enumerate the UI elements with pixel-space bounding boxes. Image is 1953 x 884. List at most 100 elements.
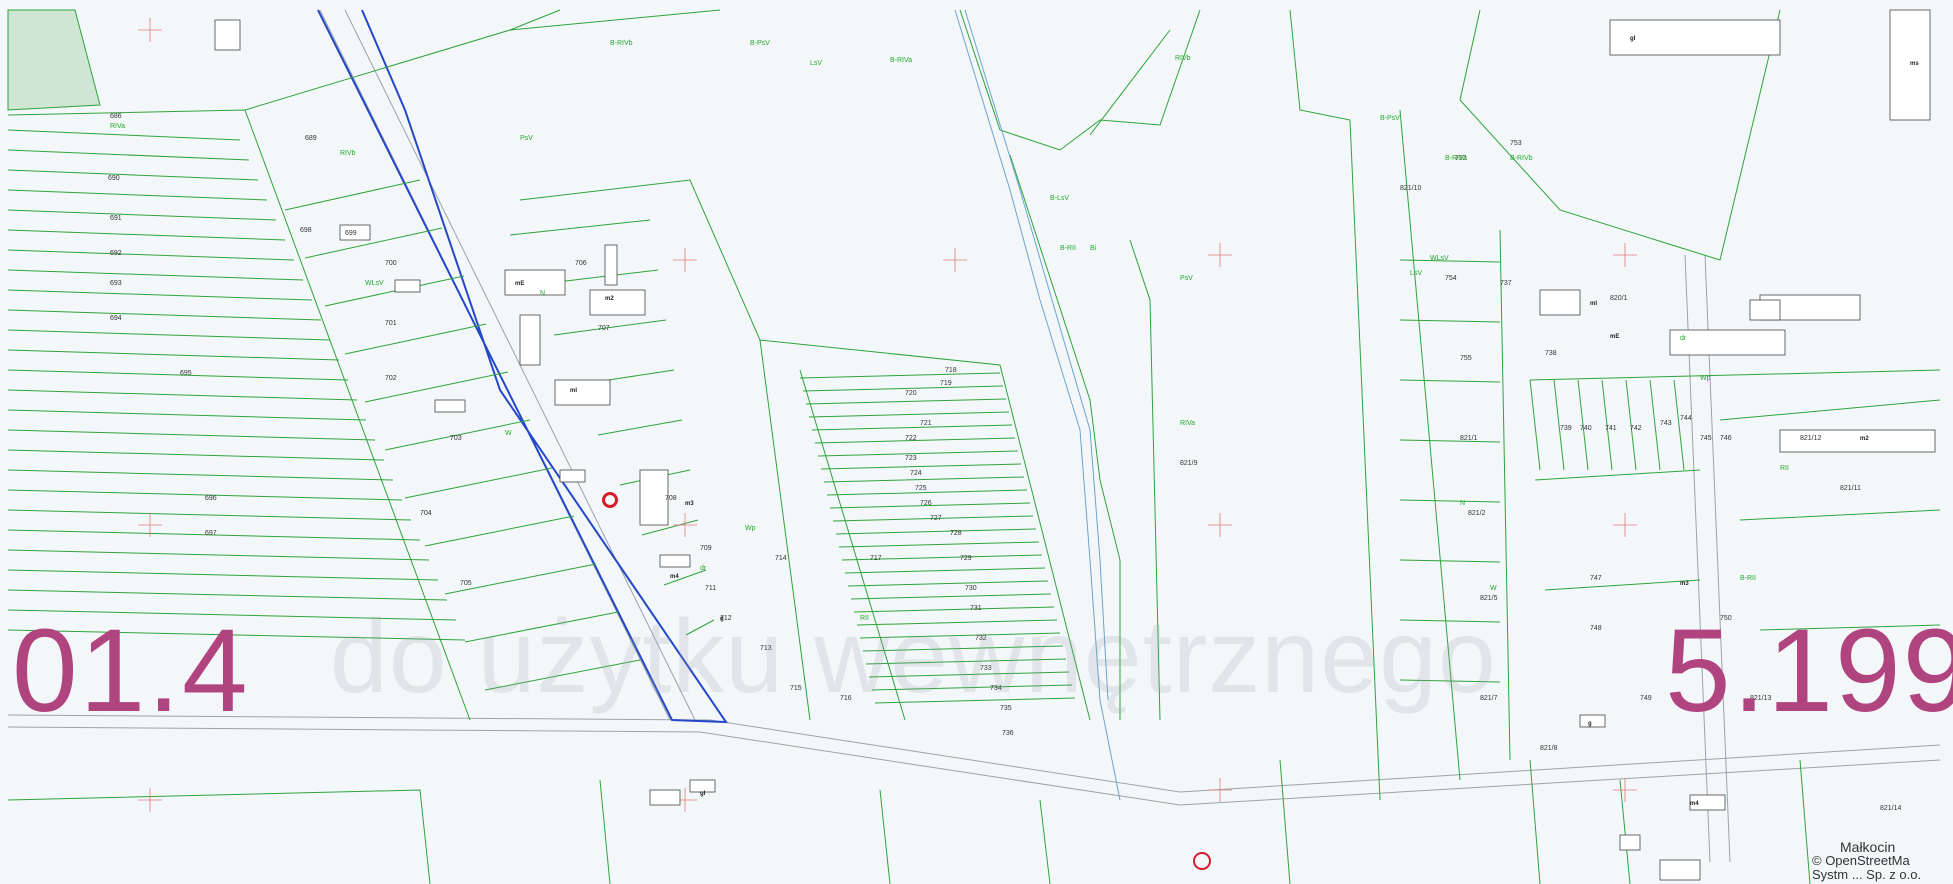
- parcel-number: 700: [385, 260, 397, 267]
- building-code: m3: [1680, 581, 1689, 587]
- parcel-number: 726: [920, 500, 932, 507]
- parcel-number: 693: [110, 280, 122, 287]
- parcel-number: 719: [940, 380, 952, 387]
- land-use-label: B-RIVb: [610, 40, 633, 47]
- land-use-label: B-RIVb: [1510, 155, 1533, 162]
- parcel-number: 692: [110, 250, 122, 257]
- building-code: mI: [570, 388, 577, 394]
- parcel-number: 720: [905, 390, 917, 397]
- parcel-number: 727: [930, 515, 942, 522]
- parcel-number: 749: [1640, 695, 1652, 702]
- parcel-number: 732: [975, 635, 987, 642]
- parcel-number: 745: [1700, 435, 1712, 442]
- land-use-label: Wp: [1700, 375, 1711, 382]
- parcel-number: 718: [945, 367, 957, 374]
- map-attribution: Małkocin © OpenStreetMa Systm ... Sp. z …: [1812, 840, 1921, 882]
- parcel-number: 711: [705, 585, 716, 592]
- parcel-number: 741: [1605, 425, 1617, 432]
- parcel-number: 821/14: [1880, 805, 1902, 812]
- land-use-label: PsV: [1180, 275, 1193, 282]
- parcel-number: 744: [1680, 415, 1692, 422]
- land-use-label: RIVb: [1175, 55, 1191, 62]
- building-code: m2: [605, 296, 614, 302]
- land-use-label: LsV: [1410, 270, 1422, 277]
- survey-crosses: [138, 18, 1637, 812]
- parcel-number: 750: [1720, 615, 1732, 622]
- parcel-number: 728: [950, 530, 962, 537]
- land-use-label: B-RII: [1060, 245, 1076, 252]
- land-use-label: RII: [860, 615, 869, 622]
- building-code: m3: [685, 501, 694, 507]
- parcel-number: 725: [915, 485, 927, 492]
- reference-point-icon: [1193, 852, 1211, 870]
- side-road: [1684, 254, 1731, 863]
- parcel-number: 712: [720, 615, 732, 622]
- stream: [954, 9, 1121, 801]
- parcel-number: 821/1: [1460, 435, 1478, 442]
- parcel-number: 821/12: [1800, 435, 1822, 442]
- parcel-number: 715: [790, 685, 802, 692]
- land-use-label: N: [540, 290, 545, 297]
- parcel-number: 821/8: [1540, 745, 1558, 752]
- parcel-number: 721: [920, 420, 932, 427]
- land-use-label: dr: [1680, 335, 1687, 342]
- land-use-label: B-RIVa: [890, 57, 912, 64]
- land-use-label: PsV: [520, 135, 533, 142]
- land-use-label: Bi: [1090, 245, 1097, 252]
- parcel-number: 695: [180, 370, 192, 377]
- land-use-label: RIVa: [1180, 420, 1195, 427]
- parcel-number: 696: [205, 495, 217, 502]
- land-use-label: W: [505, 430, 512, 437]
- building-code: mE: [515, 281, 524, 287]
- building-code: mI: [1590, 301, 1597, 307]
- parcel-number: 697: [205, 530, 217, 537]
- parcel-number: 747: [1590, 575, 1602, 582]
- middle-parcel-strips: [799, 372, 1076, 704]
- parcel-number: 737: [1500, 280, 1512, 287]
- parcel-number: 689: [305, 135, 317, 142]
- land-use-label: W: [1490, 585, 1497, 592]
- buildings-layer: [214, 9, 1936, 881]
- land-use-label: B-PsV: [1380, 115, 1400, 122]
- main-road: [7, 714, 1941, 806]
- parcel-number: 709: [700, 545, 712, 552]
- parcel-number: 717: [870, 555, 882, 562]
- land-use-label: RII: [1780, 465, 1789, 472]
- land-use-label: LsV: [810, 60, 822, 67]
- parcel-number: 734: [990, 685, 1002, 692]
- sheet-number-right: 5.199: [1665, 605, 1953, 737]
- parcel-number: 694: [110, 315, 122, 322]
- parcel-number: 739: [1560, 425, 1572, 432]
- building-code: g: [1588, 721, 1592, 727]
- land-boundaries: [7, 9, 1941, 884]
- parcel-number: 821/9: [1180, 460, 1198, 467]
- land-use-label: WLsV: [365, 280, 384, 287]
- parcel-number: 704: [420, 510, 432, 517]
- parcel-number: 707: [598, 325, 610, 332]
- land-use-label: dr: [700, 565, 707, 572]
- parcel-number: 820/1: [1610, 295, 1628, 302]
- parcel-number: 702: [385, 375, 397, 382]
- parcel-number: 705: [460, 580, 472, 587]
- land-use-label: WLsV: [1430, 255, 1449, 262]
- building-code: g: [720, 616, 724, 622]
- sheet-number-left: 01.4: [12, 605, 250, 737]
- parcel-number: 698: [300, 227, 312, 234]
- parcel-number: 821/10: [1400, 185, 1422, 192]
- parcel-number: 740: [1580, 425, 1592, 432]
- parcel-number: 821/11: [1840, 485, 1861, 492]
- land-use-label: RIVb: [340, 150, 356, 157]
- parcel-number: 713: [760, 645, 772, 652]
- parcel-number: 753: [1510, 140, 1522, 147]
- location-marker-icon[interactable]: [602, 492, 618, 508]
- parcel-number: 746: [1720, 435, 1732, 442]
- parcel-number: 733: [980, 665, 992, 672]
- parcel-number: 729: [960, 555, 972, 562]
- building-code: ms: [1910, 61, 1919, 67]
- parcel-number: 742: [1630, 425, 1642, 432]
- watermark-text: do użytku wewnętrznego: [330, 599, 1497, 715]
- parcel-number: 731: [970, 605, 982, 612]
